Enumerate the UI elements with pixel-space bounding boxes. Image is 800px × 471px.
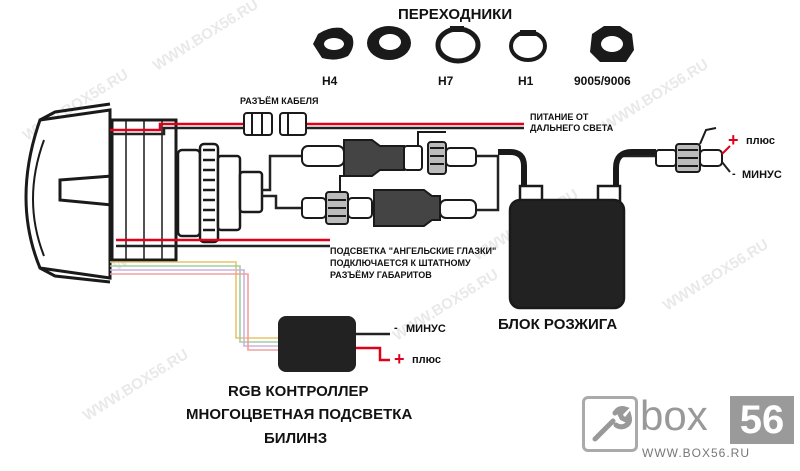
lower-connector [301, 175, 477, 227]
adapter-h1b-icon [509, 30, 547, 62]
logo-url: WWW.BOX56.RU [642, 446, 751, 460]
bixenon-lens [24, 102, 178, 284]
adapters-title: ПЕРЕХОДНИКИ [398, 6, 513, 23]
ballast-minus-label: МИНУС [742, 169, 782, 181]
adapter-label-h4: H4 [322, 74, 338, 88]
logo-word: box [640, 392, 708, 439]
wires [110, 122, 660, 248]
ballast-power-connector [655, 127, 731, 173]
upper-connector [301, 131, 477, 177]
ballast-minus-sign: - [732, 168, 736, 180]
logo-number: 56 [730, 396, 794, 444]
bixenon-bulb-base [176, 142, 264, 244]
rgb-plus-sign: + [394, 349, 405, 369]
cable-connector [243, 112, 307, 136]
adapter-9005-icon [590, 26, 634, 62]
angel-eyes-label-2: ПОДКЛЮЧАЕТСЯ К ШТАТНОМУ [330, 258, 471, 268]
high-beam-label-1: ПИТАНИЕ ОТ [530, 112, 589, 122]
angel-eyes-label-3: РАЗЪЁМУ ГАБАРИТОВ [330, 270, 432, 280]
adapter-label-h7: H7 [438, 74, 454, 88]
rgb-label-3: БИЛИНЗ [264, 430, 328, 447]
high-beam-label-2: ДАЛЬНЕГО СВЕТА [530, 123, 614, 133]
adapter-h1-icon [435, 26, 481, 64]
adapter-label-h1: H1 [518, 74, 534, 88]
rgb-plus-label: плюс [412, 354, 441, 366]
rgb-minus-sign: - [394, 322, 398, 334]
rgb-minus-label: МИНУС [406, 323, 446, 335]
adapter-h4-icon [313, 27, 354, 60]
ballast-plus-sign: + [728, 130, 739, 150]
ballast-plus-label: плюс [746, 135, 775, 147]
rgb-label-2: МНОГОЦВЕТНАЯ ПОДСВЕТКА [186, 406, 413, 423]
ballast-box [498, 149, 656, 310]
rgb-label-1: RGB КОНТРОЛЛЕР [228, 383, 369, 400]
rgb-wires [110, 261, 278, 351]
ballast-label: БЛОК РОЗЖИГА [498, 316, 618, 333]
adapter-h7-icon [367, 26, 411, 60]
wrench-icon [582, 396, 638, 452]
adapter-label-9005: 9005/9006 [574, 74, 631, 88]
box56-logo: box 56 WWW.BOX56.RU [582, 392, 794, 460]
rgb-controller-box [278, 316, 390, 372]
cable-connector-label: РАЗЪЁМ КАБЕЛЯ [240, 96, 319, 106]
angel-eyes-label-1: ПОДСВЕТКА "АНГЕЛЬСКИЕ ГЛАЗКИ" [330, 246, 497, 256]
